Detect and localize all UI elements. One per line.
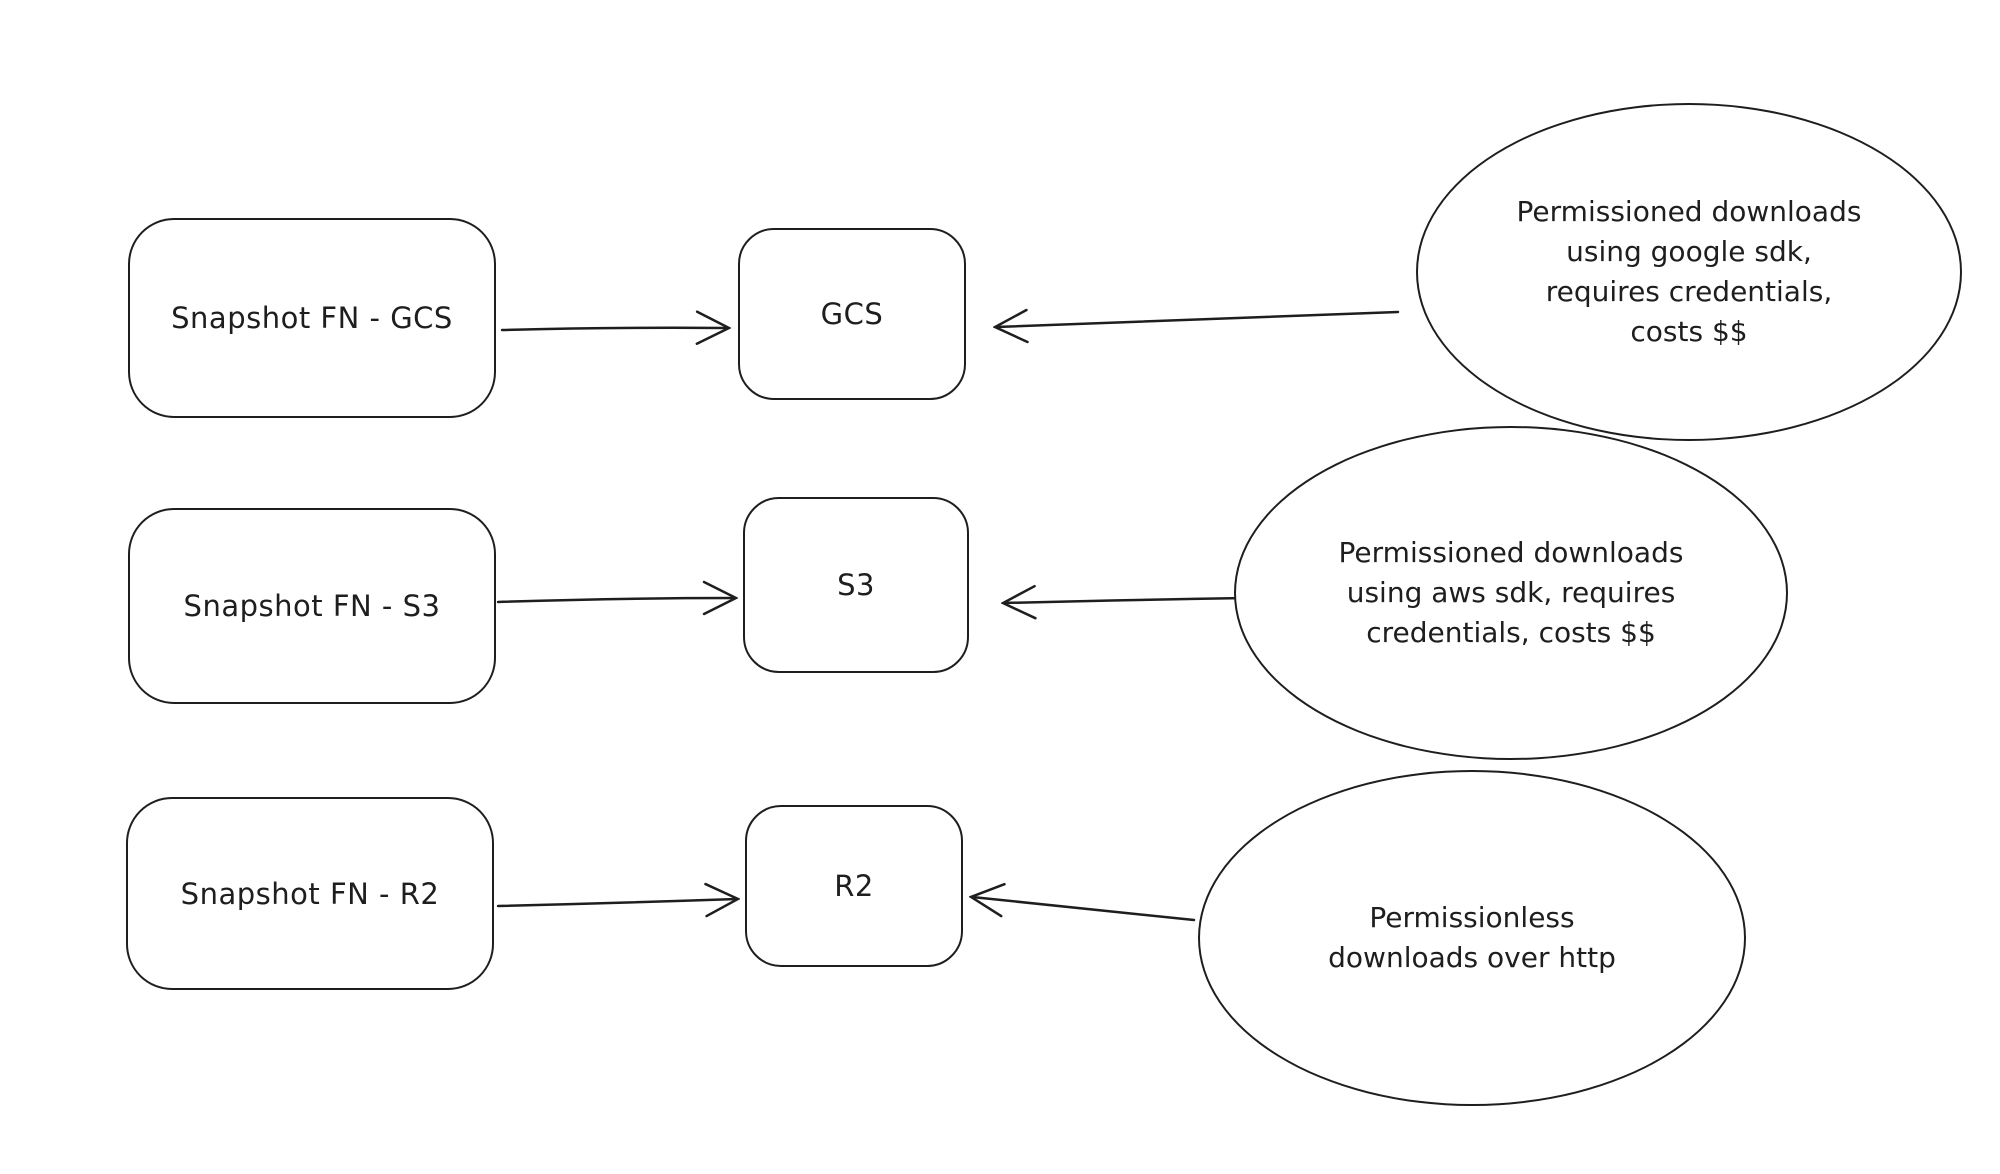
node-snapshot-fn-gcs-label: Snapshot FN - GCS [171,301,453,335]
arrow-note-to-s3 [1004,598,1248,603]
node-gcs-label: GCS [820,297,884,331]
note-ellipse-gcs-text: Permissioned downloads using google sdk,… [1516,195,1862,348]
arrow-snapshot-to-r2 [496,899,737,906]
node-snapshot-fn-r2: Snapshot FN - R2 [126,797,494,990]
note-ellipse-r2: Permissionless downloads over http [1198,770,1746,1106]
arrow-snapshot-to-s3 [496,598,735,602]
node-snapshot-fn-s3-label: Snapshot FN - S3 [183,589,441,623]
node-r2: R2 [745,805,963,967]
note-ellipse-s3-text: Permissioned downloads using aws sdk, re… [1338,536,1684,649]
arrow-note-to-r2 [972,897,1196,922]
node-s3-label: S3 [837,568,875,602]
node-gcs: GCS [738,228,966,400]
node-r2-label: R2 [834,869,874,903]
note-ellipse-s3: Permissioned downloads using aws sdk, re… [1234,426,1788,760]
note-ellipse-r2-text: Permissionless downloads over http [1328,901,1616,974]
node-s3: S3 [743,497,969,673]
node-snapshot-fn-r2-label: Snapshot FN - R2 [180,876,440,911]
arrow-snapshot-to-gcs [500,328,728,330]
node-snapshot-fn-gcs: Snapshot FN - GCS [128,218,496,418]
node-snapshot-fn-s3: Snapshot FN - S3 [128,508,496,704]
note-ellipse-gcs: Permissioned downloads using google sdk,… [1416,103,1962,441]
arrow-note-to-gcs [996,312,1400,327]
